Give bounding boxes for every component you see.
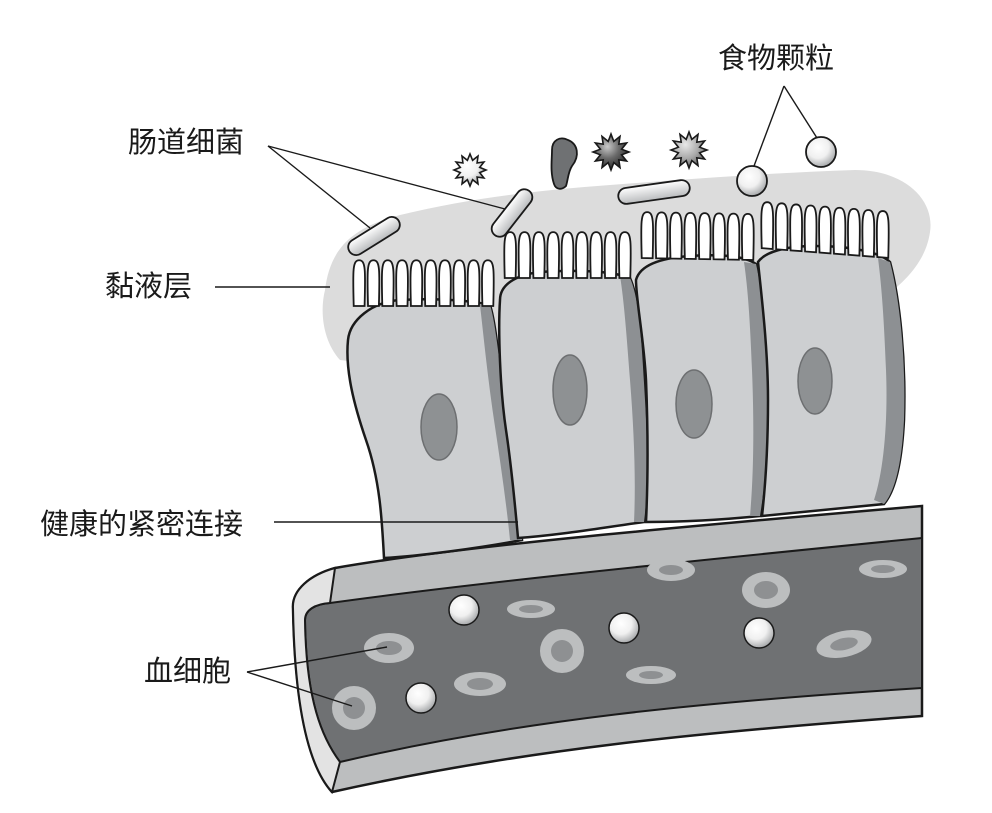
microvilli (352, 201, 890, 307)
blood-cells (332, 559, 907, 730)
white-blood-cell (405, 682, 437, 714)
epithelial-cell-1 (346, 298, 524, 560)
leader-bacteria-1 (267, 145, 371, 229)
red-blood-cell (454, 672, 506, 696)
gut-bacteria (347, 129, 710, 257)
bacterium-spiky (668, 129, 710, 171)
label-gut-bacteria: 肠道细菌 (128, 125, 245, 159)
bacterium-rod (617, 179, 691, 205)
red-blood-cell (332, 686, 376, 730)
white-blood-cell (743, 617, 775, 649)
nucleus (675, 369, 713, 439)
leader-bacteria-2 (267, 145, 506, 210)
bacterium-rod (347, 215, 401, 257)
red-blood-cell (507, 600, 555, 618)
leader-food-2 (783, 85, 818, 139)
microvillus-row (640, 211, 755, 261)
leader-blood-1 (246, 646, 388, 673)
epithelial-cell-4 (756, 244, 906, 518)
red-blood-cell (647, 559, 695, 581)
label-tight-junction: 健康的紧密连接 (40, 507, 244, 541)
red-blood-cell (742, 572, 790, 608)
bacterium-spiky (590, 131, 632, 173)
red-blood-cell (859, 560, 907, 578)
leader-food-1 (753, 85, 785, 167)
bacterium-blob (550, 137, 578, 190)
microvillus-row (352, 259, 495, 307)
epithelial-cells (346, 244, 906, 560)
food-particle (805, 136, 837, 168)
vessel-cut-edge (291, 566, 342, 795)
red-blood-cell (816, 630, 872, 658)
leader-blood-2 (246, 671, 353, 707)
epithelial-cell-2 (498, 269, 649, 540)
red-blood-cell (540, 629, 584, 673)
label-mucus-layer: 黏液层 (105, 269, 193, 303)
leader-lines (215, 85, 818, 707)
food-particles (736, 136, 837, 197)
label-blood-cells: 血细胞 (144, 654, 232, 688)
food-particle (736, 165, 768, 197)
nucleus (420, 393, 458, 461)
label-food-particles: 食物颗粒 (718, 41, 835, 75)
bacterium-rod (490, 188, 534, 238)
nucleus (552, 354, 588, 426)
microvillus-row (760, 201, 890, 259)
red-blood-cell (626, 666, 676, 684)
bacterium-spiky (451, 151, 489, 189)
red-blood-cell (364, 633, 414, 663)
microvillus-row (503, 231, 632, 279)
white-blood-cell (608, 612, 640, 644)
white-blood-cell (448, 594, 480, 626)
epithelial-cell-3 (634, 254, 770, 524)
nucleus (797, 347, 833, 415)
